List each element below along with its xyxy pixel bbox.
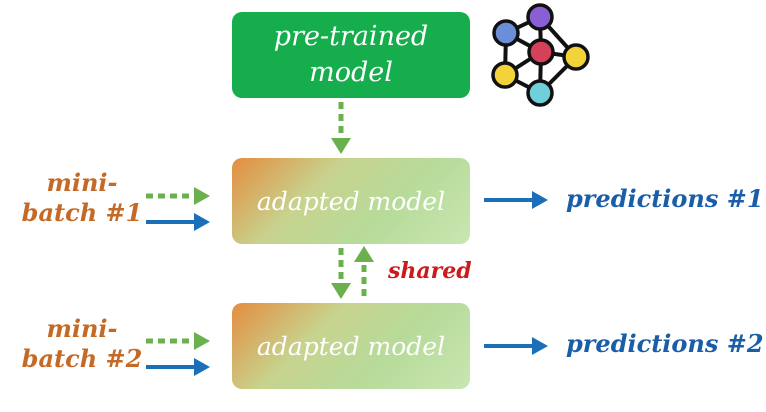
predictions-2-label: predictions #2: [566, 329, 764, 358]
adapted-2-to-predictions-arrow: [484, 337, 548, 355]
neural-network-icon: [491, 3, 590, 107]
shared-up-arrow: [354, 246, 374, 296]
minibatch-1-line2: batch #1: [21, 198, 143, 227]
minibatch-2-label: mini- batch #2: [12, 314, 152, 374]
predictions-1-label: predictions #1: [566, 184, 764, 213]
minibatch-2-solid-arrow: [146, 358, 210, 376]
adapted-model-label-2: adapted model: [256, 331, 446, 361]
adapted-model-box-2: adapted model: [232, 303, 470, 389]
pretrained-to-adapted-arrow: [331, 102, 351, 154]
minibatch-1-dashed-arrow: [146, 187, 210, 205]
minibatch-2-line1: mini-: [46, 314, 118, 343]
minibatch-2-dashed-arrow: [146, 332, 210, 350]
pretrained-model-label-line2: model: [309, 57, 393, 88]
pretrained-model-label-line1: pre-trained: [273, 21, 429, 52]
minibatch-2-line2: batch #2: [21, 344, 143, 373]
shared-down-arrow: [331, 248, 351, 299]
minibatch-1-line1: mini-: [46, 168, 118, 197]
pretrained-model-box: pre-trained model: [232, 12, 470, 98]
adapted-model-box-1: adapted model: [232, 158, 470, 244]
shared-label: shared: [388, 258, 472, 284]
minibatch-1-solid-arrow: [146, 213, 210, 231]
adapted-1-to-predictions-arrow: [484, 191, 548, 209]
adapted-model-label-1: adapted model: [256, 186, 446, 216]
minibatch-1-label: mini- batch #1: [12, 168, 152, 228]
